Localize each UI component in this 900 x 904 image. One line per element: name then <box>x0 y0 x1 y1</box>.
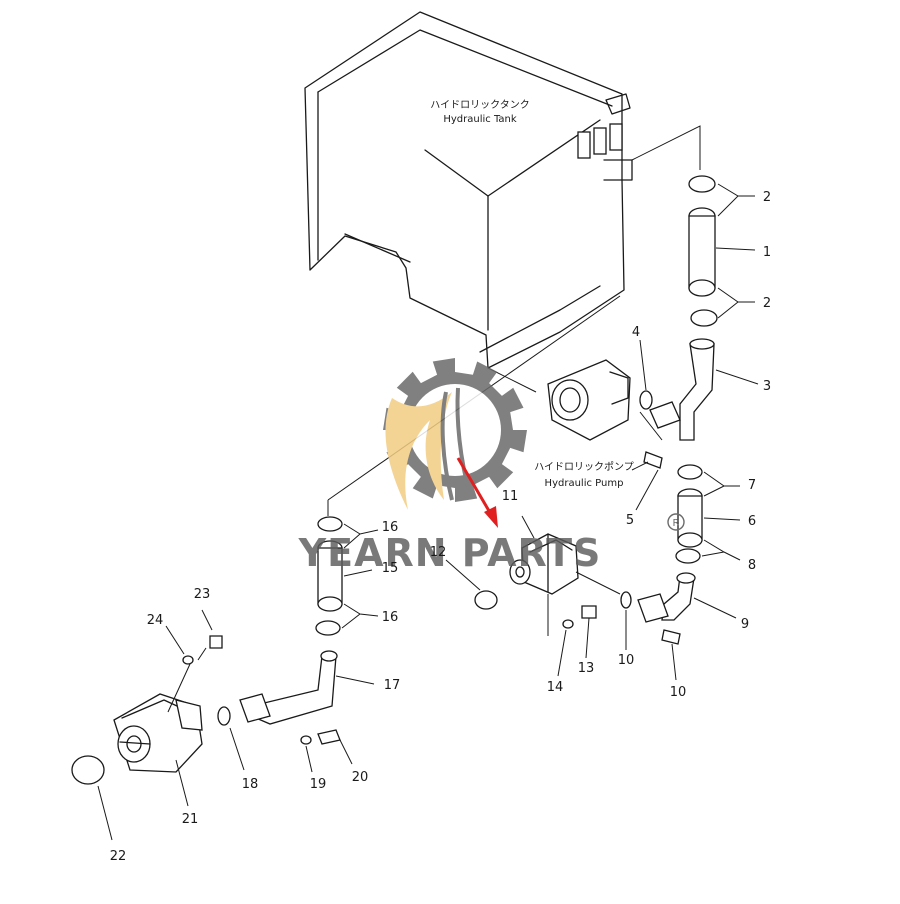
route-line-tank-to-hose <box>631 125 701 170</box>
callout-8: 9 <box>741 617 749 632</box>
hose-6-group <box>675 464 741 564</box>
callout-17: 17 <box>384 678 401 693</box>
hydraulic-tank <box>304 11 633 369</box>
callout-9: 10 <box>618 653 635 668</box>
callout-2-lower: 2 <box>763 296 771 311</box>
bolt-10 <box>661 629 681 681</box>
o-ring-22 <box>71 755 105 785</box>
leader-20 <box>305 745 313 773</box>
registered-mark-icon: R <box>667 513 685 531</box>
leader-4 <box>639 339 647 391</box>
callout-2-upper: 2 <box>763 190 771 205</box>
bolt-13 <box>581 605 597 659</box>
callout-11: 11 <box>502 489 519 504</box>
o-ring-18 <box>217 706 231 726</box>
flame-icon <box>385 392 452 510</box>
callout-20: 19 <box>310 777 327 792</box>
callout-14: 14 <box>547 680 564 695</box>
bolt-19 <box>317 729 353 765</box>
highlight-arrow-icon <box>456 457 498 528</box>
watermark-text: YEARN PARTS <box>298 531 602 575</box>
watermark-logo <box>383 358 527 510</box>
gear-pump-11 <box>509 515 621 636</box>
callout-23: 23 <box>194 587 211 602</box>
washer-14 <box>562 619 574 629</box>
callout-3: 3 <box>763 379 771 394</box>
tube-17 <box>239 650 375 725</box>
callout-7-lower: 8 <box>748 558 756 573</box>
pump-label-jp: ハイドロリックポンプ <box>534 461 634 473</box>
elbow-tube-3 <box>649 338 759 441</box>
callout-5: 5 <box>626 513 634 528</box>
callout-4: 4 <box>632 325 640 340</box>
callout-7-upper: 7 <box>748 478 756 493</box>
callout-6: 6 <box>748 514 756 529</box>
callout-numbers: 2 1 2 4 3 7 11 5 6 16 12 8 15 23 16 24 9… <box>110 190 771 864</box>
hose-15-group <box>315 500 379 636</box>
gear-hole <box>409 384 501 476</box>
callout-22: 22 <box>110 849 127 864</box>
tank-label-en: Hydraulic Tank <box>443 114 517 125</box>
callout-16-lower: 16 <box>382 610 399 625</box>
callout-10: 10 <box>670 685 687 700</box>
hose-upper-right <box>688 175 756 327</box>
hydraulic-pump-21 <box>113 693 203 807</box>
callout-19: 20 <box>352 770 369 785</box>
callout-1: 1 <box>763 245 771 260</box>
bolt-23 <box>197 609 223 661</box>
pump-label-en: Hydraulic Pump <box>545 478 624 489</box>
callout-13: 13 <box>578 661 595 676</box>
elbow-tube-8 <box>637 572 737 623</box>
callout-21: 21 <box>182 812 199 827</box>
leader-pump-21-top <box>167 663 191 713</box>
leader-12 <box>445 559 481 591</box>
bolt-5 <box>631 411 663 511</box>
hydraulic-pump-upper <box>547 359 631 441</box>
o-ring-9 <box>620 591 632 609</box>
washer-24 <box>182 655 194 665</box>
o-ring-12 <box>474 590 498 610</box>
o-ring-4 <box>639 390 653 410</box>
leader-24 <box>165 625 185 655</box>
callout-24: 24 <box>147 613 164 628</box>
leader-22 <box>97 785 113 841</box>
callout-16-upper: 16 <box>382 520 399 535</box>
washer-20 <box>300 735 312 745</box>
svg-text:R: R <box>673 518 680 529</box>
callout-12: 12 <box>430 545 447 560</box>
callout-15: 15 <box>382 561 399 576</box>
leader-18 <box>229 727 245 771</box>
callout-18: 18 <box>242 777 259 792</box>
leader-14 <box>557 629 567 677</box>
tank-label-jp: ハイドロリックタンク <box>430 99 529 111</box>
